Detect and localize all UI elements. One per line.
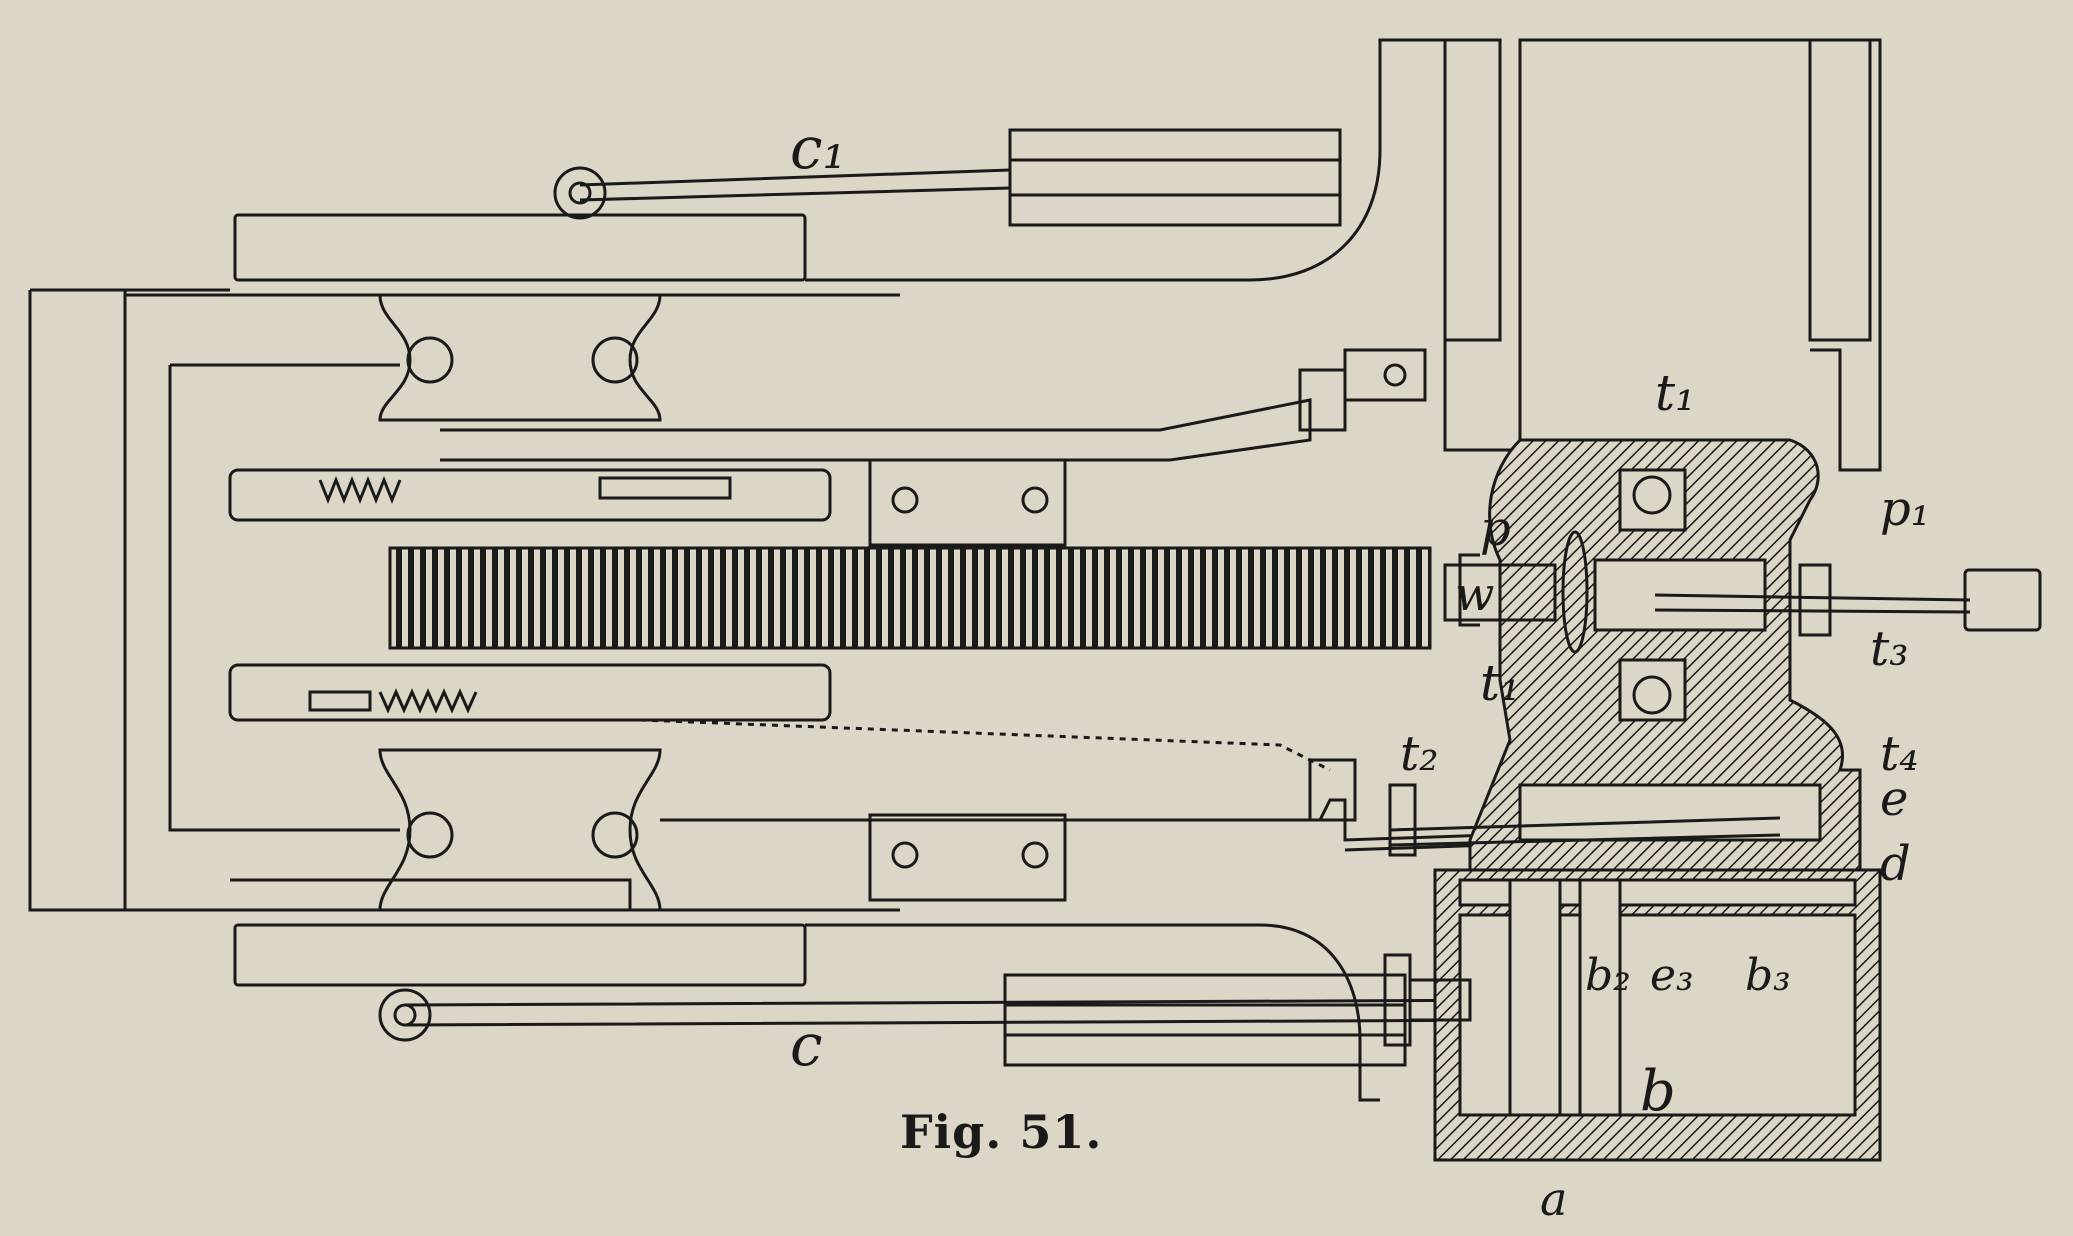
rod-c-eye xyxy=(378,988,432,1042)
lower-spring xyxy=(378,688,478,714)
rod-c1 xyxy=(579,168,1011,202)
label-t3: t₃ xyxy=(1870,621,1909,677)
rod-c xyxy=(404,998,1541,1027)
lower-guide-block xyxy=(868,813,1067,902)
bottom-arm xyxy=(805,923,1380,1102)
label-e3: e₃ xyxy=(1650,950,1694,1001)
label-b: b xyxy=(1640,1059,1676,1124)
label-w: w xyxy=(1455,567,1494,621)
valve-nut xyxy=(1963,568,2042,632)
label-a: a xyxy=(1540,1172,1567,1226)
gear-wheel xyxy=(388,546,1432,650)
label-p1: p₁ xyxy=(1880,481,1930,537)
top-arm xyxy=(805,38,1882,472)
valve-rod-p1 xyxy=(1654,593,1971,614)
label-e: e xyxy=(1880,771,1908,827)
label-d: d xyxy=(1880,836,1911,892)
label-t1-mid: t₁ xyxy=(1480,654,1520,712)
label-b2: b₂ xyxy=(1585,950,1631,1001)
c1-guide-block xyxy=(1008,128,1342,227)
label-c: c xyxy=(790,1011,822,1079)
label-p: p xyxy=(1480,501,1511,557)
label-b3: b₃ xyxy=(1745,950,1791,1001)
label-t2: t₂ xyxy=(1400,726,1439,782)
upper-bearing xyxy=(378,293,662,422)
lower-bearing xyxy=(378,748,662,912)
bottom-bar xyxy=(233,923,807,987)
rod-c1-eye xyxy=(553,166,607,220)
label-c1: c₁ xyxy=(790,114,846,182)
label-t1-top: t₁ xyxy=(1655,364,1695,422)
upper-guide-block xyxy=(868,458,1067,547)
upper-lever xyxy=(440,398,1312,462)
slide-valve-rod xyxy=(1389,816,1781,847)
label-t4: t₄ xyxy=(1880,726,1919,782)
figure-caption: Fig. 51. xyxy=(900,1105,1103,1159)
upper-spring xyxy=(318,475,402,505)
top-bar xyxy=(233,213,807,282)
